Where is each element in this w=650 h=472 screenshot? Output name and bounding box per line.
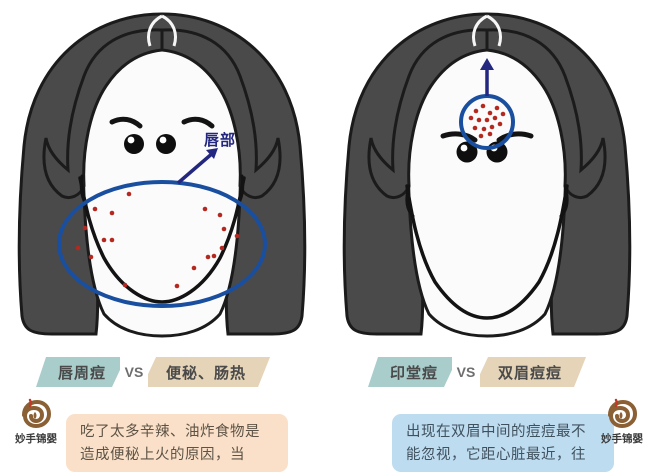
acne-dot-group — [75, 191, 240, 289]
eyebrow-left — [109, 116, 143, 129]
left-face-illustration — [17, 12, 307, 338]
eye-right — [156, 134, 176, 154]
eyebrow-right — [181, 116, 215, 129]
hair-part-highlight-right — [161, 14, 177, 47]
right-face-illustration — [342, 12, 632, 338]
right-explanation-bubble: 出现在双眉中间的痘痘最不 能忽视，它距心脏最近，往 — [392, 414, 614, 472]
left-explanation-bubble: 吃了太多辛辣、油炸食物是 造成便秘上火的原因，当 — [66, 414, 288, 472]
right-banner-cause-tag: 双眉痘痘 — [480, 357, 586, 387]
acne-dot-group — [468, 103, 506, 139]
left-brand-logo: 妙手锦婴 — [8, 398, 64, 451]
right-bubble-line-2: 能忽视，它距心脏最近，往 — [406, 447, 586, 463]
left-banner-cause-tag: 便秘、肠热 — [148, 357, 270, 387]
hair-bang-left — [367, 28, 489, 200]
right-diagram-panel: 印堂 — [325, 0, 650, 451]
eye-left — [124, 134, 144, 154]
left-bubble-line-2: 造成便秘上火的原因，当 — [80, 447, 245, 463]
left-vs-banner: 唇周痘 VS 便秘、肠热 — [36, 357, 270, 387]
swirl-seal-logo-icon — [22, 398, 52, 429]
eye-right-glint — [159, 136, 167, 144]
swirl-seal-logo-icon — [608, 398, 638, 429]
eyebrow-right — [496, 131, 534, 143]
right-brand-name: 妙手锦婴 — [601, 433, 643, 445]
eye-left-glint — [460, 144, 468, 152]
hair-part-highlight-right — [486, 14, 502, 47]
mouth-smile — [78, 176, 246, 304]
left-brand-name: 妙手锦婴 — [15, 433, 57, 445]
callout-arrow-head — [480, 58, 494, 70]
hair-bang-left — [42, 28, 164, 200]
left-banner-condition-tag: 唇周痘 — [36, 357, 121, 387]
right-vs-banner: 印堂痘 VS 双眉痘痘 — [368, 357, 586, 387]
mouth-smile — [405, 184, 569, 320]
right-brand-logo: 妙手锦婴 — [594, 398, 650, 451]
left-callout-label: 唇部 — [204, 132, 237, 149]
left-diagram-panel: 唇部 — [0, 0, 325, 451]
right-bubble-line-1: 出现在双眉中间的痘痘最不 — [406, 424, 586, 440]
eyebrow-left — [440, 131, 478, 143]
callout-arrow-head — [206, 148, 218, 159]
hair-bang-right — [160, 28, 282, 200]
left-bubble-line-1: 吃了太多辛辣、油炸食物是 — [80, 424, 260, 440]
right-banner-condition-tag: 印堂痘 — [368, 357, 453, 387]
hair-part-highlight-left — [147, 14, 163, 47]
hair-bang-right — [485, 28, 607, 200]
cheek-line-right — [559, 184, 569, 218]
callout-arrow-line — [176, 150, 216, 185]
eye-left-glint — [127, 136, 135, 144]
nose-line — [405, 184, 415, 218]
hair-part-highlight-left — [472, 14, 488, 47]
lip-area-oval-marker — [57, 180, 267, 308]
